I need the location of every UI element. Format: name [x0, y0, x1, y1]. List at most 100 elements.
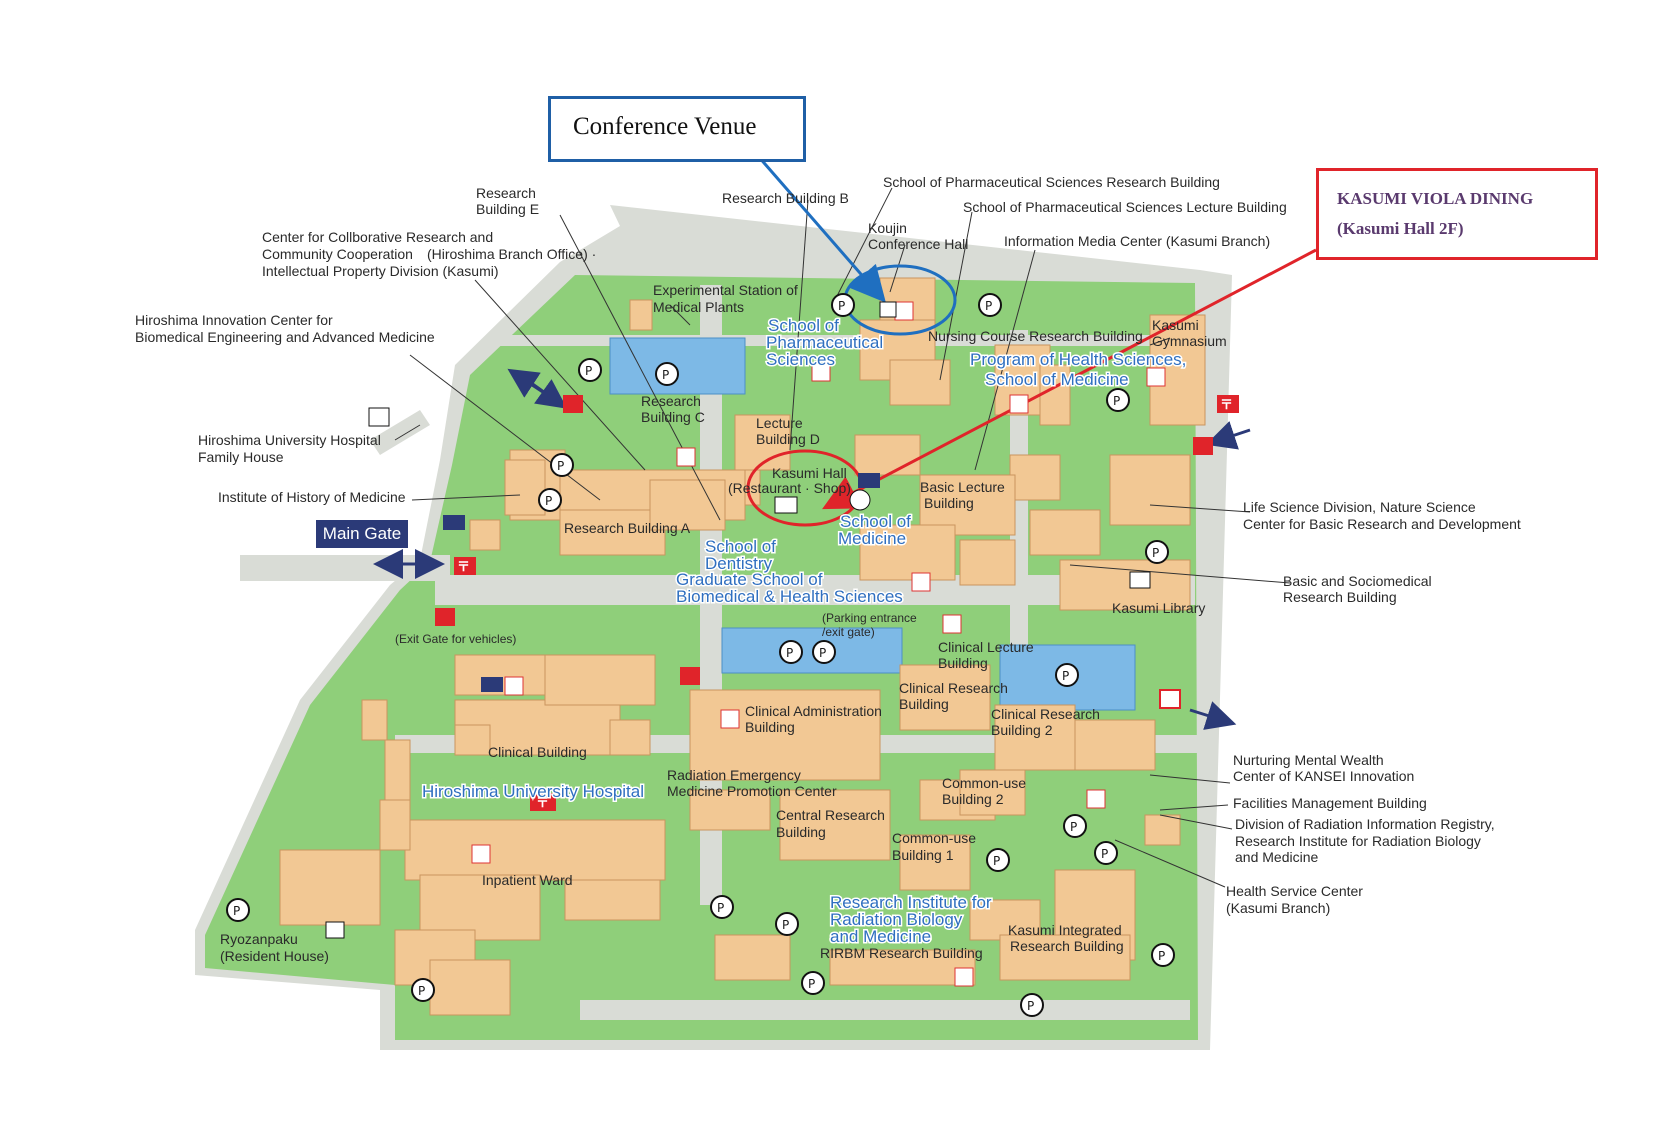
parking-icon: P — [1145, 540, 1169, 564]
parking-icon: P — [538, 488, 562, 512]
aed-icon — [1086, 789, 1106, 809]
dining-location: (Kasumi Hall 2F) — [1337, 219, 1464, 238]
post-office-icon: 〒 — [1217, 395, 1239, 413]
main-gate-label: Main Gate — [316, 520, 408, 548]
svg-text:P: P — [782, 918, 789, 932]
gate-icon — [1193, 437, 1213, 455]
parking-icon: P — [710, 895, 734, 919]
parking-icon: P — [226, 898, 250, 922]
label-kasumi-library: Kasumi Library — [1112, 600, 1205, 616]
post-office-icon: 〒 — [454, 557, 476, 575]
label-health-service: Health Service Center(Kasumi Branch) — [1226, 883, 1363, 916]
library-icon — [1129, 571, 1151, 589]
atm-icon — [481, 677, 503, 692]
hotel-icon — [879, 301, 897, 318]
aed-icon — [811, 362, 831, 382]
hotel-icon — [325, 921, 345, 939]
dining-name: KASUMI VIOLA DINING — [1337, 189, 1534, 208]
label-kasumi-hall: Kasumi Hall(Restaurant · Shop) — [728, 465, 851, 496]
parking-icon: P — [411, 978, 435, 1002]
parking-icons: P P P P P P P P P P P P P P P P P P P P … — [226, 293, 1175, 1017]
aed-icon — [471, 844, 491, 864]
svg-text:P: P — [717, 901, 724, 915]
facility-icons: 〒 〒 〒 — [325, 301, 1239, 987]
label-pharm-research: School of Pharmaceutical Sciences Resear… — [883, 174, 1220, 190]
parking-icon: P — [550, 453, 574, 477]
atm-icon — [443, 515, 465, 530]
aed-icon — [676, 447, 696, 467]
label-pharm-lecture: School of Pharmaceutical Sciences Lectur… — [963, 199, 1287, 215]
hotel-icon — [368, 407, 390, 427]
kasumi-viola-dining-callout: KASUMI VIOLA DINING (Kasumi Hall 2F) — [1316, 168, 1598, 260]
svg-text:P: P — [808, 977, 815, 991]
svg-text:P: P — [662, 368, 669, 382]
svg-text:P: P — [786, 646, 793, 660]
gate-icon — [680, 667, 700, 685]
parking-icon: P — [986, 848, 1010, 872]
aed-icon — [911, 572, 931, 592]
label-inpatient: Inpatient Ward — [482, 872, 573, 888]
label-clinical-building: Clinical Building — [488, 744, 587, 760]
parking-icon: P — [831, 293, 855, 317]
conference-venue-callout: Conference Venue — [548, 96, 806, 162]
gate-icon — [435, 608, 455, 626]
svg-text:P: P — [1113, 394, 1120, 408]
parking-icon: P — [1094, 841, 1118, 865]
parking-icon: P — [801, 971, 825, 995]
svg-text:P: P — [1027, 999, 1034, 1013]
label-rirbm: RIRBM Research Building — [820, 945, 983, 961]
parking-icon: P — [1106, 388, 1130, 412]
aed-icon — [954, 967, 974, 987]
label-ryozanpaku: Ryozanpaku(Resident House) — [220, 931, 329, 964]
svg-text:〒: 〒 — [1220, 398, 1233, 413]
aed-icon — [1146, 367, 1166, 387]
zone-hospital: Hiroshima University Hospital — [422, 782, 644, 801]
aed-icon — [504, 676, 524, 696]
parking-icon: P — [812, 640, 836, 664]
svg-text:P: P — [1152, 546, 1159, 560]
svg-text:P: P — [819, 646, 826, 660]
parking-icon: P — [1020, 993, 1044, 1017]
svg-text:P: P — [985, 299, 992, 313]
label-info-media: Information Media Center (Kasumi Branch) — [1004, 233, 1270, 249]
svg-text:P: P — [1101, 847, 1108, 861]
svg-text:P: P — [1158, 949, 1165, 963]
label-parking-entrance: (Parking entrance/exit gate) — [822, 611, 917, 639]
label-research-b: Research Building B — [722, 190, 849, 206]
venue-arrow — [756, 155, 886, 303]
svg-text:P: P — [838, 299, 845, 313]
svg-text:P: P — [233, 904, 240, 918]
label-nursing: Nursing Course Research Building — [928, 328, 1143, 344]
svg-text:P: P — [1062, 669, 1069, 683]
parking-icon: P — [775, 912, 799, 936]
parking-icon: P — [578, 358, 602, 382]
parking-icon: P — [1055, 663, 1079, 687]
parking-icon: P — [1151, 943, 1175, 967]
aed-icon — [720, 709, 740, 729]
parking-icon: P — [779, 640, 803, 664]
svg-text:〒: 〒 — [457, 560, 470, 575]
svg-text:P: P — [1070, 820, 1077, 834]
svg-text:P: P — [557, 459, 564, 473]
buildings — [279, 277, 1206, 1016]
parking-icon: P — [978, 293, 1002, 317]
